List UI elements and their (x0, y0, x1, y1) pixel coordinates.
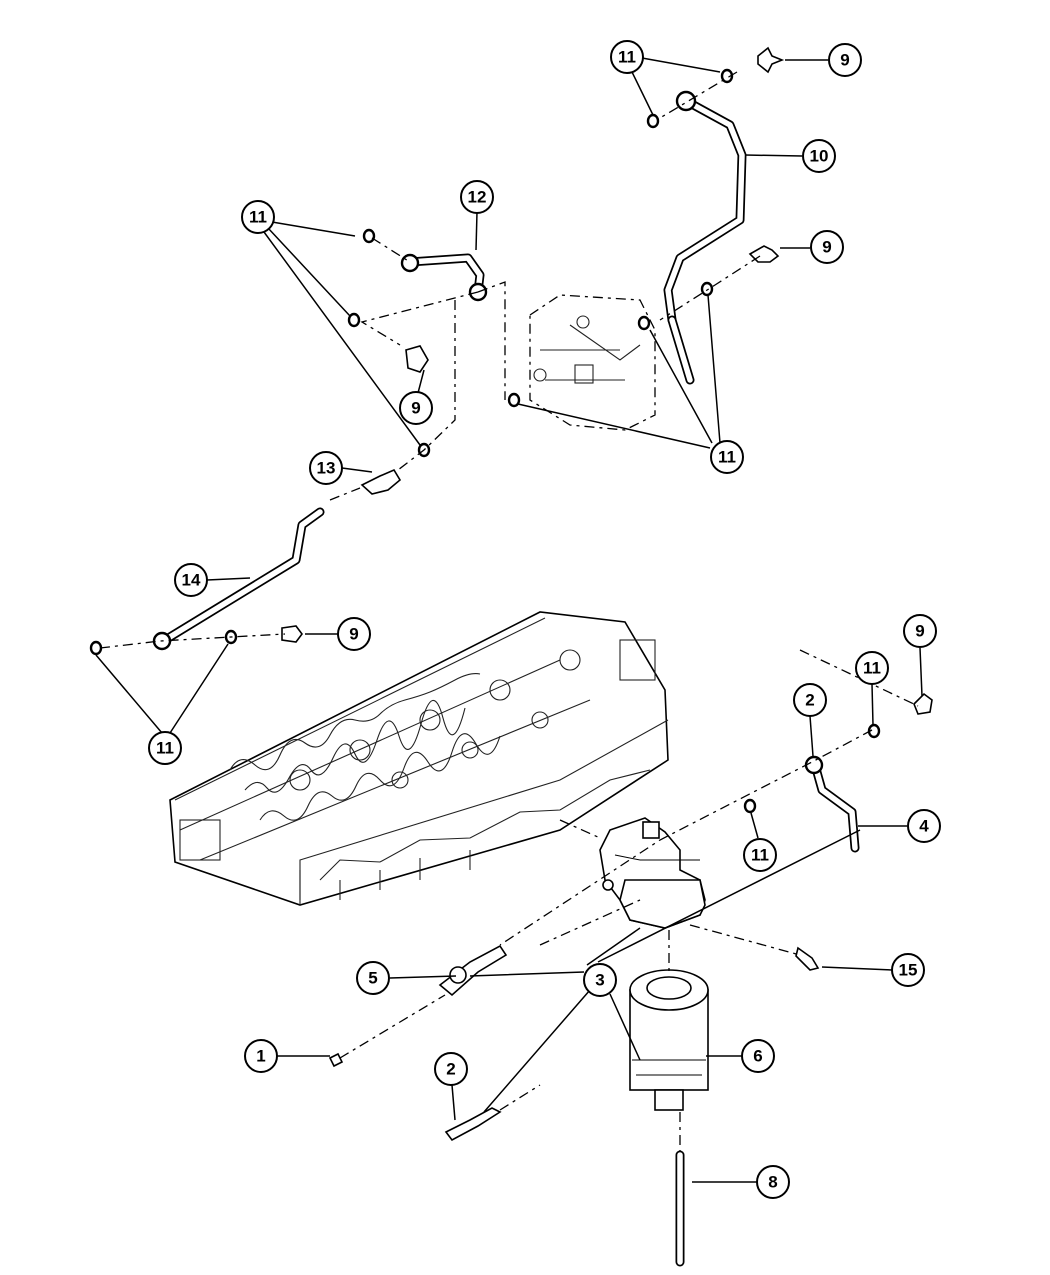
fuel-filter-cartridge (629, 969, 709, 1111)
callout-12: 12 (460, 180, 494, 214)
callout-9: 9 (337, 617, 371, 651)
assembly-lines (99, 71, 919, 1152)
svg-text:4: 4 (919, 817, 929, 836)
svg-text:3: 3 (595, 971, 604, 990)
svg-text:13: 13 (317, 459, 336, 478)
small-parts (89, 46, 933, 1142)
svg-text:11: 11 (249, 208, 267, 227)
callout-2: 2 (793, 683, 827, 717)
svg-text:9: 9 (411, 399, 420, 418)
svg-text:9: 9 (349, 625, 358, 644)
fuel-filter-housing-upper (529, 294, 656, 431)
callout-5: 5 (356, 961, 390, 995)
svg-text:2: 2 (446, 1060, 455, 1079)
svg-text:6: 6 (753, 1047, 762, 1066)
callout-11: 11 (855, 651, 889, 685)
callout-11: 11 (241, 200, 275, 234)
svg-text:5: 5 (368, 969, 377, 988)
leader-lines (95, 57, 923, 1183)
svg-text:2: 2 (805, 691, 814, 710)
callout-14: 14 (174, 563, 208, 597)
callout-2: 2 (434, 1052, 468, 1086)
callout-11: 11 (610, 40, 644, 74)
svg-text:9: 9 (915, 622, 924, 641)
fuel-filter-head (599, 817, 706, 929)
callouts: 11 9 10 12 11 9 9 11 13 14 9 11 9 11 2 4… (148, 40, 941, 1199)
svg-text:11: 11 (156, 739, 174, 758)
callout-11: 11 (743, 838, 777, 872)
callout-1: 1 (244, 1039, 278, 1073)
callout-6: 6 (741, 1039, 775, 1073)
callout-9: 9 (399, 391, 433, 425)
callout-9: 9 (828, 43, 862, 77)
callout-13: 13 (309, 451, 343, 485)
svg-text:11: 11 (751, 846, 769, 865)
callout-8: 8 (756, 1165, 790, 1199)
callout-9: 9 (903, 614, 937, 648)
svg-text:11: 11 (718, 448, 736, 467)
svg-text:14: 14 (182, 571, 201, 590)
svg-text:11: 11 (618, 48, 636, 67)
svg-text:10: 10 (810, 147, 829, 166)
svg-text:11: 11 (863, 659, 881, 678)
callout-9: 9 (810, 230, 844, 264)
fuel-lines (152, 90, 860, 1267)
svg-text:12: 12 (468, 188, 487, 207)
callout-4: 4 (907, 809, 941, 843)
callout-11: 11 (148, 731, 182, 765)
svg-text:8: 8 (768, 1173, 777, 1192)
engine-cylinder-head (169, 611, 669, 906)
callout-15: 15 (891, 953, 925, 987)
callout-11: 11 (710, 440, 744, 474)
callout-10: 10 (802, 139, 836, 173)
callout-3: 3 (583, 963, 617, 997)
svg-text:15: 15 (899, 961, 918, 980)
svg-text:1: 1 (256, 1047, 265, 1066)
svg-text:9: 9 (822, 238, 831, 257)
svg-text:9: 9 (840, 51, 849, 70)
